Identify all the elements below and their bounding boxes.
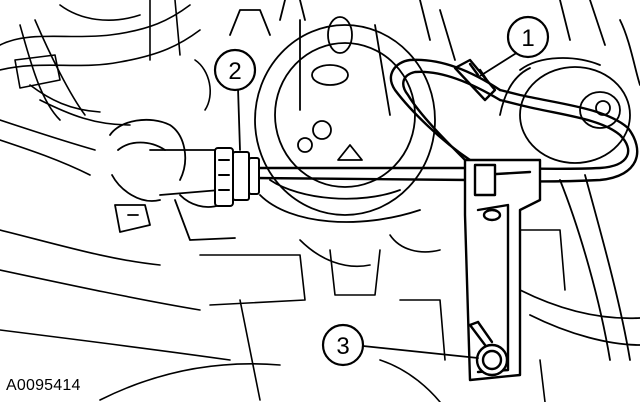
brake-booster xyxy=(229,0,456,223)
figure-reference-code: A0095414 xyxy=(6,377,81,394)
callout-leader-lines xyxy=(237,51,519,359)
callout-3-badge: 3 xyxy=(321,323,365,367)
tube-fitting-nut xyxy=(214,147,260,207)
callout-2-label: 2 xyxy=(228,58,241,85)
pulley-assembly xyxy=(499,0,640,361)
callout-2-badge: 2 xyxy=(213,48,257,92)
lower-components xyxy=(0,229,566,402)
callout-1-badge: 1 xyxy=(506,15,550,59)
callout-3-label: 3 xyxy=(336,333,349,360)
callout-1-label: 1 xyxy=(521,25,534,52)
tool-bracket xyxy=(463,158,542,382)
left-hose-group xyxy=(0,0,211,176)
